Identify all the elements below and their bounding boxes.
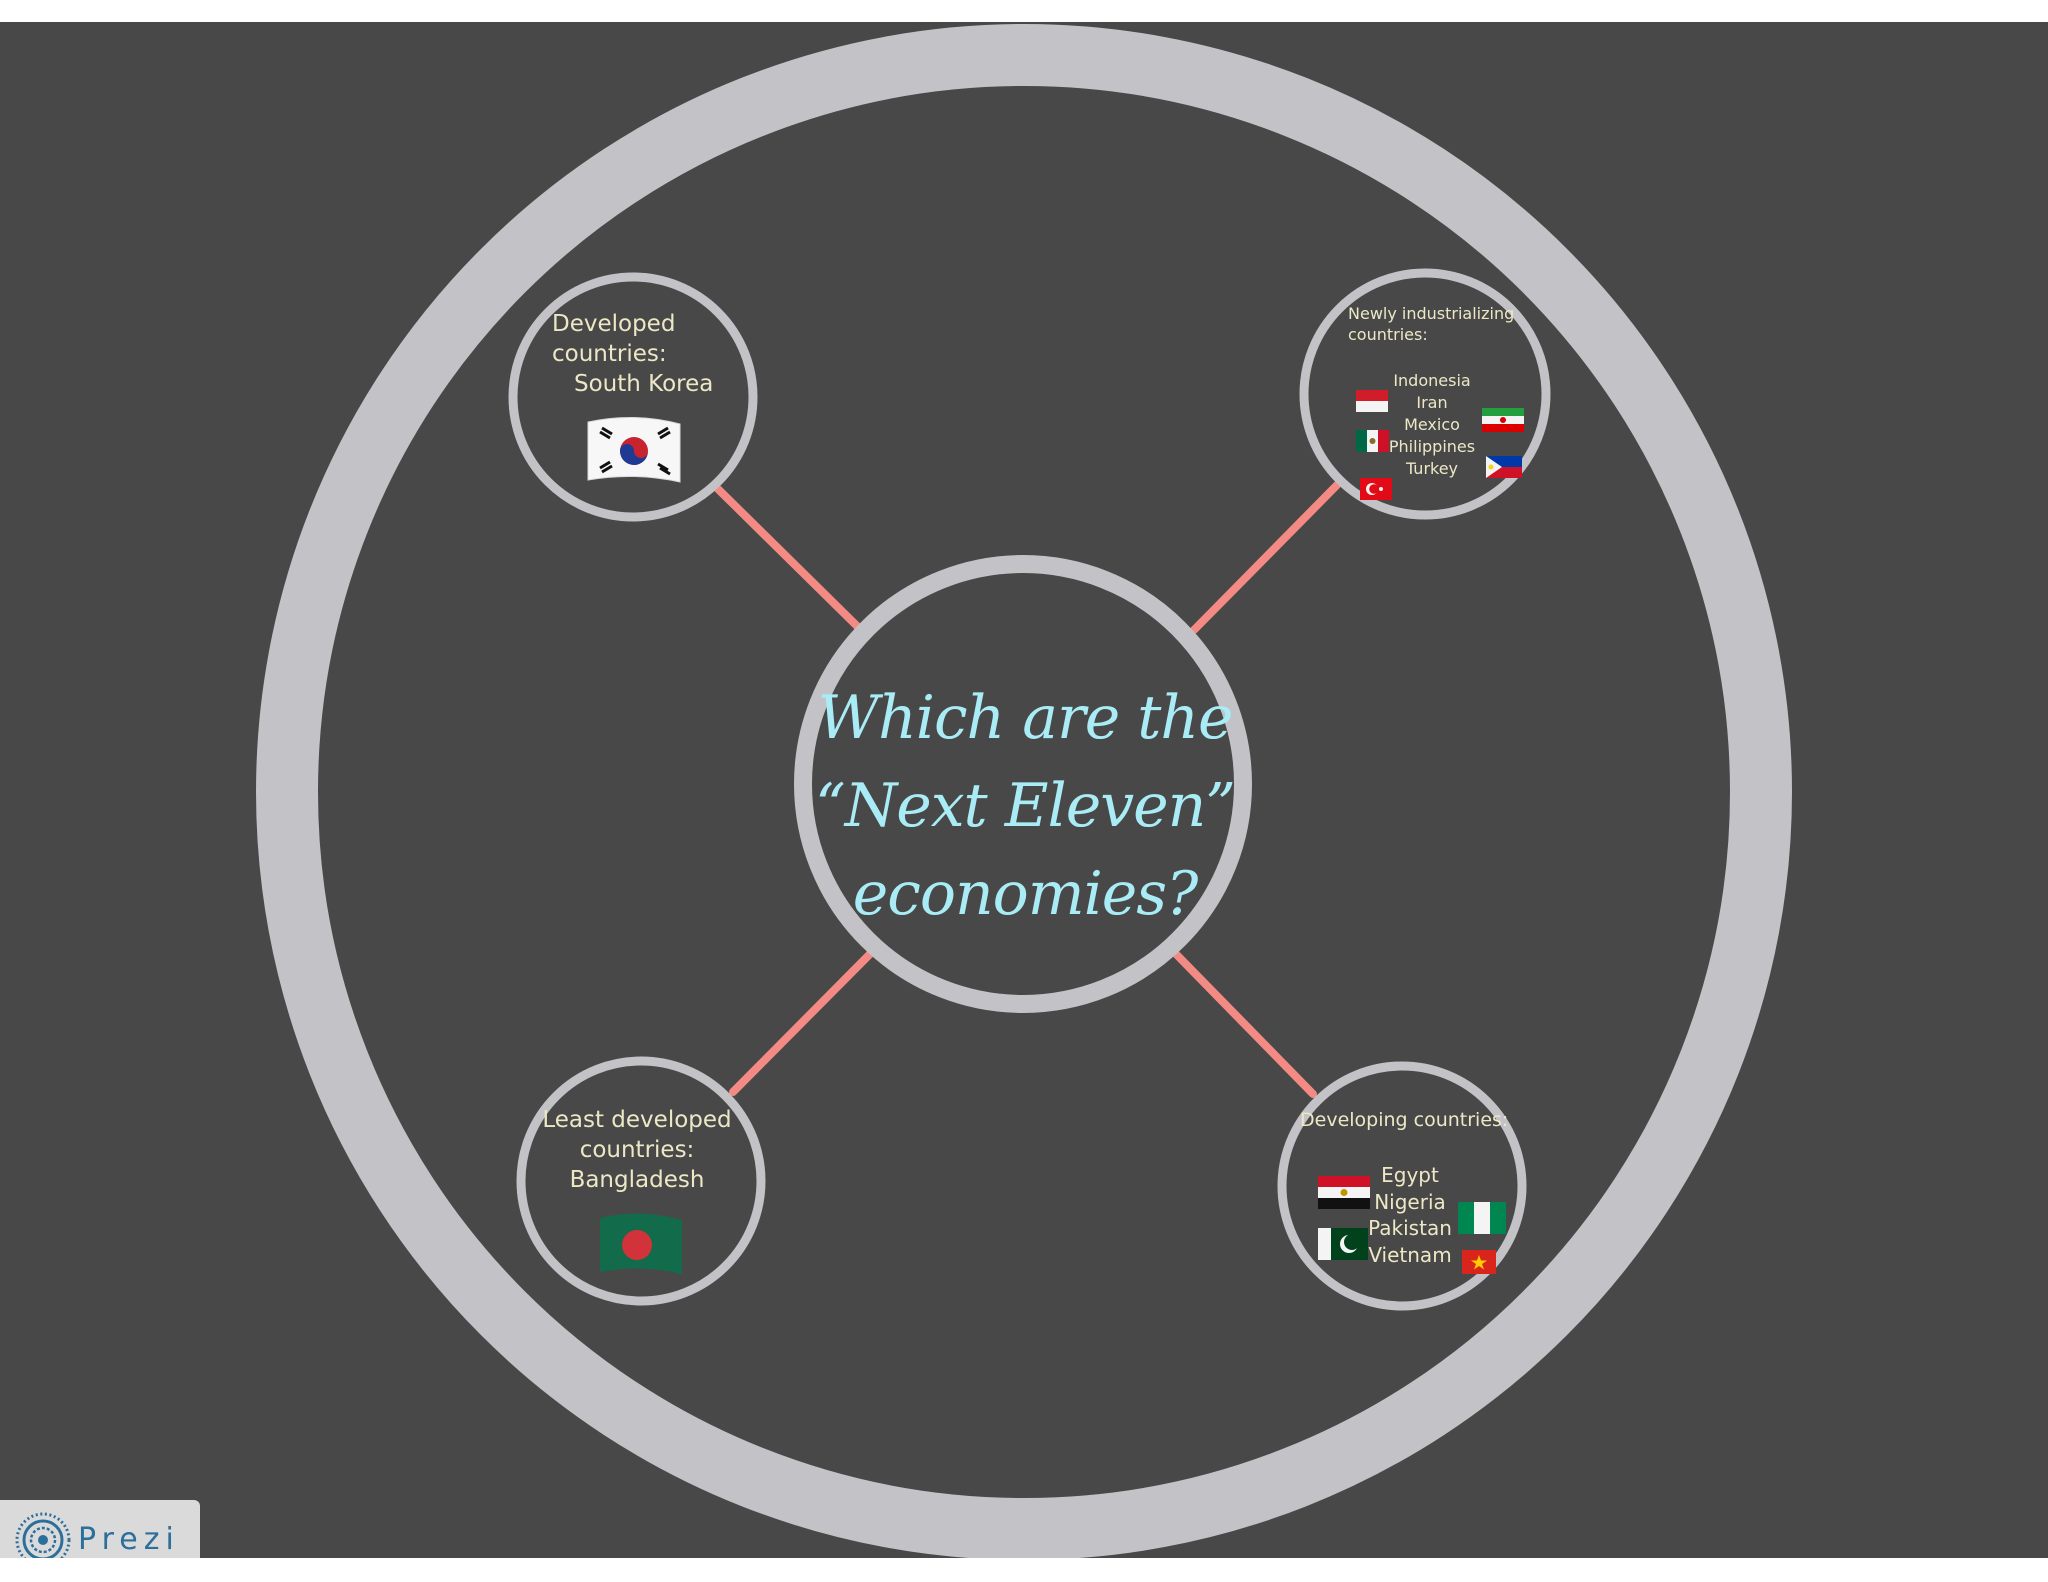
indonesia-flag-icon [1356,390,1388,412]
mexico-flag-icon [1356,430,1389,452]
central-node[interactable] [794,555,1252,1013]
node-heading-line: countries: [579,1136,695,1163]
newly-industrializing-node-text: Newly industrializing countries: [1348,304,1558,346]
connector-developed [714,485,862,631]
turkey-flag-icon [1360,478,1392,500]
node-heading-line: countries: [552,340,667,367]
developing-country-list: Egypt Nigeria Pakistan Vietnam [1362,1162,1458,1268]
pakistan-flag-icon [1318,1228,1368,1260]
philippines-flag-icon [1486,456,1522,478]
node-heading-line: Developed [552,311,676,337]
prezi-canvas[interactable]: Which are the “Next Eleven” economies? D… [0,22,2048,1558]
connector-least-developed [729,950,874,1096]
country-name: Nigeria [1374,1189,1446,1214]
title-line: “Next Eleven” [815,771,1236,841]
country-name: South Korea [574,370,714,397]
bangladesh-flag-icon [600,1213,682,1274]
connector-newly-industrializing [1190,481,1341,634]
node-heading-line: Newly industrializing [1348,304,1515,323]
connector-developing [1172,950,1317,1098]
nigeria-flag-icon [1458,1202,1506,1234]
node-heading-line: Least developed [542,1107,732,1133]
node-heading-line: Developing countries: [1300,1109,1509,1131]
country-name: Bangladesh [569,1166,705,1193]
node-heading-line: countries: [1348,324,1428,344]
iran-flag-icon [1482,408,1524,432]
developed-node[interactable] [508,272,758,522]
country-name: Philippines [1388,437,1476,456]
main-title: Which are the “Next Eleven” economies? [790,674,1260,938]
least-developed-node-text: Least developed countries: Bangladesh [532,1106,742,1196]
developed-node-text: Developed countries: South Korea [552,310,742,400]
prezi-logo-icon [15,1512,71,1558]
country-name: Iran [1416,393,1448,412]
newly-industrializing-node[interactable] [1299,268,1551,520]
country-name: Pakistan [1368,1216,1452,1240]
prezi-wordmark: Prezi [78,1522,180,1557]
country-name: Mexico [1404,415,1460,434]
south-korea-flag-icon [587,417,681,483]
country-name: Egypt [1381,1163,1439,1187]
title-line: Which are the [817,683,1233,753]
title-line: economies? [852,859,1199,929]
prezi-logo[interactable]: Prezi [0,1500,200,1558]
country-name: Turkey [1405,459,1459,478]
developing-node-text: Developing countries: [1300,1108,1520,1133]
outer-ring [256,24,1792,1558]
egypt-flag-icon [1318,1176,1370,1209]
country-name: Indonesia [1393,371,1471,390]
vietnam-flag-icon [1462,1250,1496,1274]
mind-map-diagram [256,24,1792,1558]
country-name: Vietnam [1368,1242,1452,1267]
least-developed-node[interactable] [516,1056,766,1306]
newly-industrializing-country-list: Indonesia Iran Mexico Philippines Turkey [1376,370,1488,480]
